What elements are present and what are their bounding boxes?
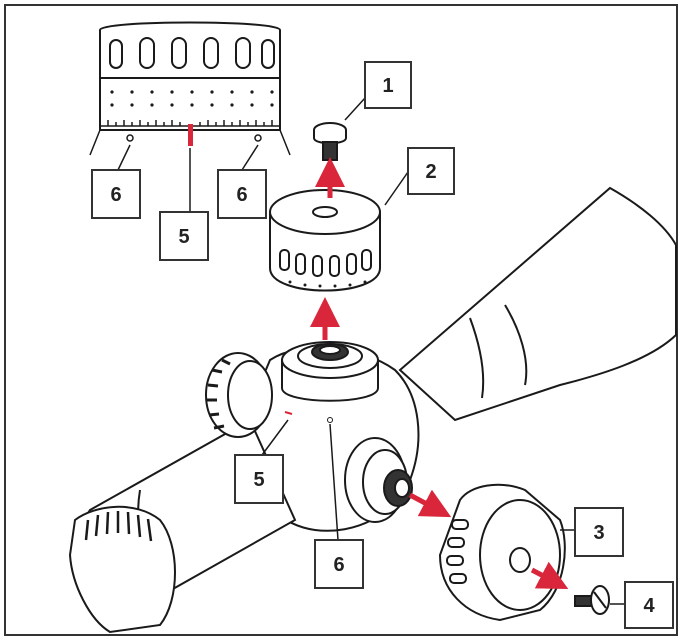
windage-turret-base — [344, 437, 413, 523]
eyepiece-knurl — [84, 511, 153, 542]
inset-right-marker — [254, 134, 262, 142]
callout-3: 3 — [574, 507, 624, 557]
callout-5-inset: 5 — [159, 211, 209, 261]
inset-left-marker — [126, 134, 134, 142]
callout-6-inset-left: 6 — [91, 169, 141, 219]
callout-5-body: 5 — [234, 454, 284, 504]
windage-cap-grips — [446, 519, 469, 584]
inset-scale-dots — [110, 90, 274, 107]
turret-detail-inset — [89, 21, 291, 156]
arrow-remove-windage-cap — [408, 489, 452, 518]
removal-arrows — [310, 157, 569, 589]
reference-dot — [327, 417, 333, 423]
inset-scale-ticks — [107, 120, 273, 126]
elevation-cap — [269, 189, 381, 292]
callout-6-inset-left-text: 6 — [110, 184, 121, 206]
callout-5-inset-text: 5 — [178, 226, 189, 248]
callout-5-body-text: 5 — [253, 469, 264, 491]
callout-6-body: 6 — [314, 539, 364, 589]
zero-mark-elevation — [284, 411, 293, 415]
inset-zero-mark — [188, 124, 193, 146]
windage-cap — [438, 483, 566, 622]
elevation-screw — [313, 122, 347, 161]
elevation-turret-base — [281, 341, 379, 402]
windage-screw — [574, 585, 610, 615]
arrow-remove-windage-screw — [530, 561, 569, 589]
side-turret-knurl — [207, 358, 231, 430]
elevation-cap-grips — [279, 249, 372, 277]
callout-1: 1 — [364, 61, 412, 109]
callout-1-text: 1 — [382, 75, 393, 97]
leader-lines — [117, 97, 625, 605]
callout-4: 4 — [624, 581, 674, 629]
callout-2: 2 — [407, 147, 455, 195]
callout-6-inset-right: 6 — [217, 169, 267, 219]
elevation-cap-scale — [288, 280, 367, 288]
callout-6-inset-right-text: 6 — [236, 184, 247, 206]
callout-3-text: 3 — [593, 522, 604, 544]
side-turret — [205, 352, 273, 438]
callout-2-text: 2 — [425, 161, 436, 183]
callout-6-body-text: 6 — [333, 554, 344, 576]
callout-4-text: 4 — [643, 595, 655, 617]
